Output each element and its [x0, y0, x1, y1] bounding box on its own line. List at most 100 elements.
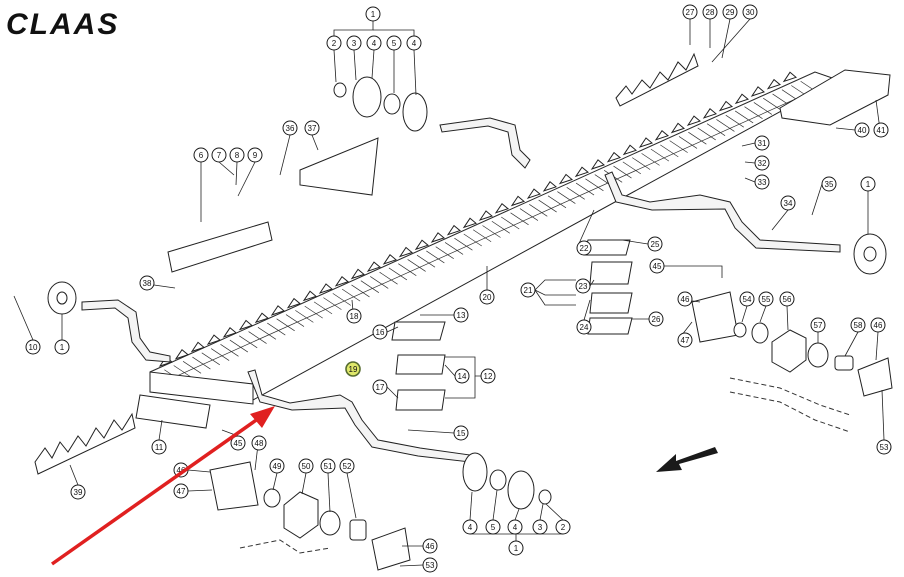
callout-30: 30	[742, 4, 758, 20]
grate-slat	[182, 360, 202, 374]
callout-label: 46	[177, 466, 186, 475]
callout-circle	[682, 4, 698, 20]
leader-line	[721, 18, 731, 59]
callout-circle	[193, 147, 209, 163]
callout-circle	[649, 258, 665, 274]
callout-label: 29	[726, 8, 735, 17]
leader-line	[386, 326, 399, 333]
callout-4: 4	[507, 519, 523, 535]
walker-tooth	[462, 217, 478, 229]
leader-line	[875, 331, 879, 361]
leader-line	[881, 389, 885, 441]
callout-circle	[422, 557, 438, 573]
callout-41: 41	[873, 122, 889, 138]
callout-45: 45	[649, 258, 665, 274]
leader-line	[470, 533, 517, 541]
callout-48: 48	[251, 435, 267, 451]
right-bearing-hub	[853, 233, 887, 275]
callout-16: 16	[372, 324, 388, 340]
grate-slat	[444, 242, 464, 255]
walker-tooth	[782, 71, 798, 83]
leader-line	[413, 49, 417, 96]
callout-circle	[480, 368, 496, 384]
walker-tooth	[686, 115, 702, 127]
leader-line	[514, 508, 520, 521]
leader-line	[621, 239, 649, 245]
callout-label: 20	[483, 293, 492, 302]
callout-circle	[485, 519, 501, 535]
walker-tooth	[270, 305, 286, 316]
callout-label: 55	[762, 295, 771, 304]
callout-8: 8	[229, 147, 245, 163]
walker-tooth	[558, 173, 574, 185]
callout-circle	[304, 120, 320, 136]
grate-slat	[669, 140, 688, 153]
callout-label: 47	[681, 336, 690, 345]
walker-tooth	[190, 341, 206, 353]
walker-tooth	[734, 93, 750, 105]
callout-circle	[406, 35, 422, 51]
grate-slat	[753, 102, 773, 115]
leader-line	[237, 161, 256, 197]
callout-6: 6	[193, 147, 209, 163]
grate-slat	[463, 233, 482, 247]
callout-circle	[479, 289, 495, 305]
walker-tooth	[206, 334, 222, 346]
callout-32: 32	[754, 155, 770, 171]
callout-circle	[454, 368, 470, 384]
callout-circle	[754, 155, 770, 171]
callout-label: 41	[877, 126, 886, 135]
ground-lines	[239, 377, 851, 554]
logo-text: CLAAS	[6, 8, 119, 41]
walker-tooth	[542, 181, 558, 192]
callout-label: 46	[681, 295, 690, 304]
leader-line	[187, 489, 213, 492]
leader-line	[311, 134, 319, 151]
leader-line	[333, 49, 337, 83]
callout-circle	[870, 317, 886, 333]
callout-label: 45	[653, 262, 662, 271]
grate-slat	[763, 97, 782, 111]
crankshaft-left-bar	[81, 299, 171, 363]
callout-18: 18	[346, 308, 362, 324]
grate-slat	[220, 344, 239, 357]
walker-tooth	[382, 254, 398, 265]
grate-slat	[304, 305, 323, 319]
leader-line	[371, 49, 375, 79]
callout-label: 54	[743, 295, 752, 304]
grate-slat	[660, 144, 679, 158]
callout-26: 26	[648, 311, 664, 327]
callout-label: 47	[177, 487, 186, 496]
callout-4: 4	[406, 35, 422, 51]
callout-circle	[648, 311, 664, 327]
callout-39: 39	[70, 484, 86, 500]
callout-22: 22	[576, 240, 592, 256]
callout-circle	[507, 519, 523, 535]
walker-tooth	[574, 166, 590, 178]
callout-label: 32	[758, 159, 767, 168]
walker-tooth	[766, 78, 782, 90]
callout-37: 37	[304, 120, 320, 136]
callout-label: 30	[746, 8, 755, 17]
callout-4: 4	[366, 35, 382, 51]
walker-tooth	[174, 348, 190, 360]
callout-31: 31	[754, 135, 770, 151]
leader-line	[786, 305, 789, 331]
leader-line	[744, 177, 756, 183]
callout-circle	[345, 361, 361, 377]
grate-slat	[538, 199, 557, 213]
walker-tooth	[366, 261, 382, 273]
callout-circle	[229, 147, 245, 163]
callout-circle	[365, 6, 381, 22]
callout-label: 5	[392, 39, 397, 48]
callout-13: 13	[453, 307, 469, 323]
callout-label: 12	[484, 372, 493, 381]
callout-29: 29	[722, 4, 738, 20]
grate-slat	[248, 331, 267, 344]
callout-circle	[251, 435, 267, 451]
callout-46: 46	[422, 538, 438, 554]
walker-tooth	[494, 202, 510, 214]
callout-label: 1	[866, 180, 871, 189]
callout-label: 57	[814, 321, 823, 330]
callout-57: 57	[810, 317, 826, 333]
